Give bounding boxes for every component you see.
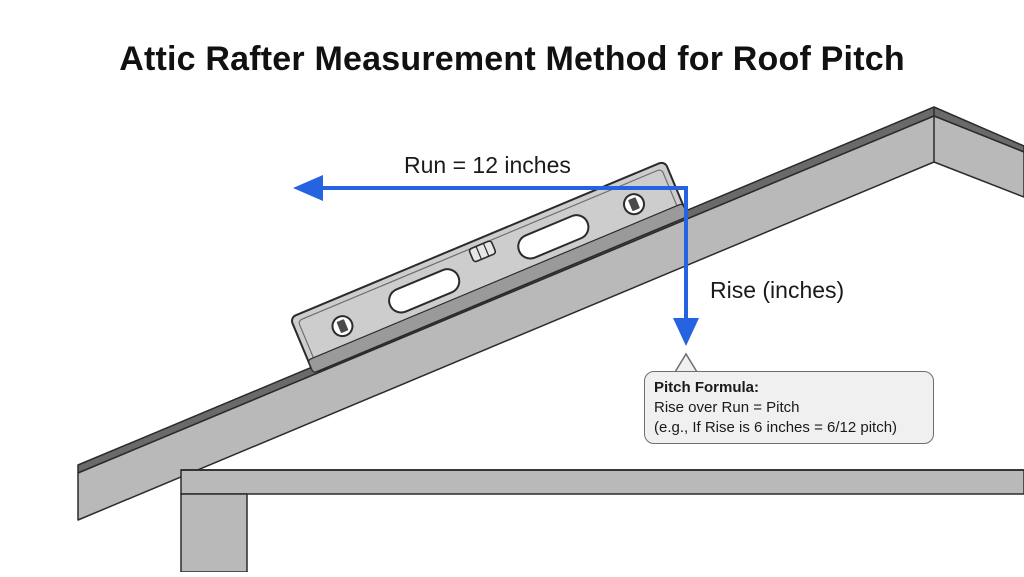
callout-line-example: (e.g., If Rise is 6 inches = 6/12 pitch) — [654, 419, 898, 436]
spirit-level-icon — [290, 161, 688, 373]
rise-arrow — [673, 186, 699, 346]
pitch-formula-callout: Pitch Formula: Rise over Run = Pitch (e.… — [644, 371, 934, 444]
level-window-right — [517, 214, 590, 260]
level-vial-mark — [482, 243, 490, 257]
callout-line-formula: Rise over Run = Pitch — [654, 399, 800, 416]
run-label: Run = 12 inches — [404, 152, 571, 178]
joist-post — [180, 493, 248, 573]
arrow-down-icon — [673, 318, 699, 346]
callout-pointer — [673, 352, 699, 373]
level-screw-left-slot — [336, 319, 349, 333]
arrow-left-icon — [293, 175, 323, 201]
joist-face — [180, 469, 1024, 495]
page-title: Attic Rafter Measurement Method for Roof… — [119, 40, 905, 78]
rafter-board — [77, 106, 1024, 521]
run-arrow — [293, 175, 688, 201]
level-window-left — [388, 268, 461, 314]
level-vial — [468, 240, 497, 263]
ceiling-joist — [180, 469, 1024, 573]
rise-label: Rise (inches) — [710, 277, 845, 303]
callout-heading: Pitch Formula: — [654, 379, 760, 396]
level-vial-mark — [475, 246, 483, 260]
level-screw-right-slot — [628, 197, 640, 211]
